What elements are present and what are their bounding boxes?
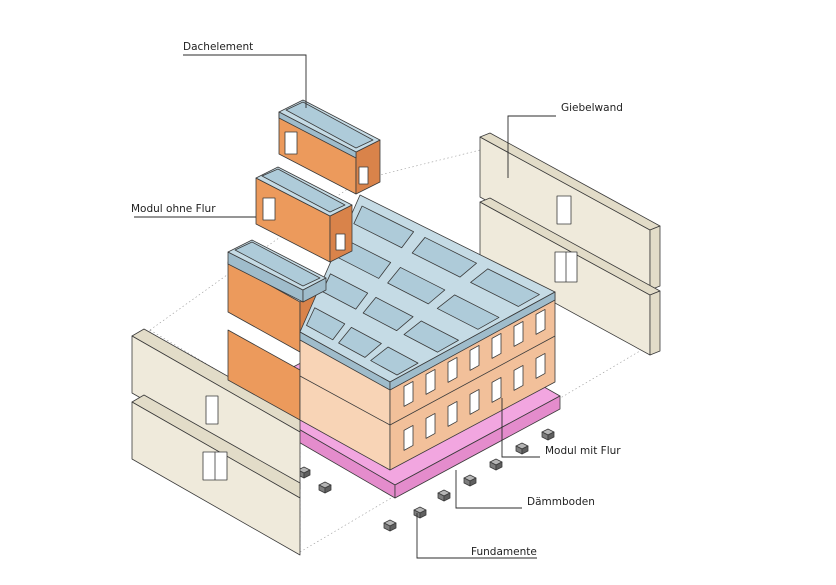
leader-lines — [134, 54, 556, 559]
window — [425, 413, 436, 439]
window — [469, 389, 480, 415]
modul-ohne-flur-1 — [255, 166, 353, 263]
label-modul-ohne-flur: Modul ohne Flur — [131, 203, 216, 215]
foundation-pad-side — [443, 492, 451, 502]
foundation-pad-side — [419, 509, 427, 519]
roof-panel — [470, 268, 540, 307]
roof-panel — [362, 297, 414, 332]
window — [403, 381, 414, 407]
modul-ohne-flur-2 — [227, 239, 327, 303]
window — [535, 309, 546, 335]
label-daemmboden: Dämmboden — [527, 496, 595, 508]
foundation-pad-side — [389, 522, 397, 532]
label-dachelement: Dachelement — [183, 41, 253, 53]
label-modul-mit-flur: Modul mit Flur — [545, 445, 621, 457]
window — [513, 365, 524, 391]
building-windows — [403, 309, 546, 451]
window — [447, 357, 458, 383]
foundation-pad-side — [324, 484, 332, 494]
foundation-pad-side — [495, 461, 503, 471]
giebelwand-left — [131, 328, 301, 556]
fundamente-blocks — [297, 428, 555, 532]
foundation-pad-side — [303, 469, 311, 479]
window — [535, 353, 546, 379]
roof-panel — [436, 294, 500, 330]
label-fundamente: Fundamente — [471, 546, 537, 558]
roof-panel — [403, 320, 459, 353]
label-giebelwand: Giebelwand — [561, 102, 623, 114]
window — [469, 345, 480, 371]
roof-panel — [321, 273, 369, 310]
foundation-pad-side — [469, 477, 477, 487]
roof-panel — [411, 237, 477, 278]
window — [513, 321, 524, 347]
window — [425, 369, 436, 395]
roof-panel — [353, 205, 415, 249]
window — [403, 425, 414, 451]
giebelwand-right — [479, 132, 661, 356]
roof-panel — [306, 307, 346, 341]
window — [491, 333, 502, 359]
roof-panel — [338, 326, 382, 358]
roof-panel — [387, 267, 446, 305]
labels: Dachelement Giebelwand Modul ohne Flur M… — [131, 41, 623, 558]
dachelement-module — [278, 99, 381, 195]
window — [447, 401, 458, 427]
window — [491, 377, 502, 403]
foundation-pad-side — [521, 445, 529, 455]
foundation-pad-side — [547, 431, 555, 441]
roof-panel — [370, 346, 419, 376]
roof-panels — [306, 205, 540, 376]
